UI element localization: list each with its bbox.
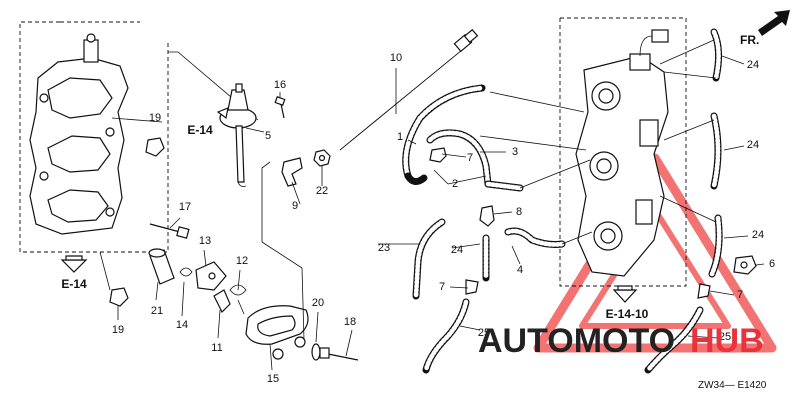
callout-c24b: 24 [747, 139, 759, 151]
callout-c23: 23 [378, 242, 390, 254]
callout-c19b: 19 [112, 324, 124, 336]
leader-lines [99, 39, 765, 371]
callout-c18: 18 [344, 316, 356, 328]
callout-c19a: 19 [149, 112, 161, 124]
callout-c7b: 7 [439, 281, 445, 293]
bolt-18 [319, 347, 359, 361]
elbow-9 [281, 157, 303, 187]
ref-e14-10: E-14-10 [606, 307, 649, 321]
fr-label: FR. [740, 33, 759, 47]
ref-e14-left: E-14 [61, 277, 87, 291]
callout-c7a: 7 [467, 152, 473, 164]
intake-manifold-group [19, 21, 169, 253]
callout-c2: 2 [452, 178, 458, 190]
callout-c17: 17 [179, 201, 191, 213]
nut-22 [313, 149, 331, 167]
callout-c10: 10 [390, 52, 402, 64]
front-direction-arrow: FR. [740, 10, 790, 47]
carburetor-assembly [559, 17, 687, 287]
callout-labels: 1234567778910111213141516171819192021222… [112, 52, 775, 385]
spring-14 [179, 267, 193, 277]
callout-c24c: 24 [451, 244, 463, 256]
linkage-parts [148, 248, 247, 315]
ref-e14-top: E-14 [187, 123, 213, 137]
hoses [402, 28, 723, 374]
nut-19-bottom [109, 287, 129, 307]
rod-10 [339, 28, 479, 151]
callout-c8: 8 [516, 206, 522, 218]
callout-c20: 20 [312, 297, 324, 309]
callout-c25a: 25 [478, 327, 490, 339]
bolt-16 [274, 96, 286, 119]
fittings [429, 147, 757, 299]
callout-c24d: 24 [752, 229, 764, 241]
callout-c12: 12 [236, 255, 248, 267]
callout-c1: 1 [397, 131, 403, 143]
watermark-text: AUTOMOTO HUB [478, 322, 764, 360]
callout-c6: 6 [769, 258, 775, 270]
nut-19-top [145, 137, 165, 157]
callout-c11: 11 [211, 342, 222, 354]
watermark-part2: HUB [690, 322, 764, 360]
callout-c3: 3 [512, 146, 518, 158]
spring-12 [229, 284, 247, 315]
callout-c5: 5 [265, 130, 271, 142]
callout-c14: 14 [176, 319, 188, 331]
thermo-valve [168, 51, 259, 187]
callout-c24a: 24 [747, 59, 759, 71]
bolt-17 [149, 223, 190, 239]
callout-c13: 13 [199, 235, 211, 247]
gasket-15 [245, 305, 309, 360]
callout-c21: 21 [151, 305, 163, 317]
reference-labels: E-14E-14E-14-10 [61, 123, 648, 321]
callout-c4: 4 [517, 264, 523, 276]
callout-c25b: 25 [719, 331, 731, 343]
washer-20 [311, 343, 321, 361]
ref-arrows [60, 107, 638, 303]
callout-c15: 15 [267, 373, 279, 385]
watermark-part1: AUTOMOTO [478, 322, 675, 360]
diagram-code: ZW34— E1420 [698, 380, 767, 391]
callout-c16: 16 [274, 79, 286, 91]
callout-c7c: 7 [737, 289, 743, 301]
callout-c22: 22 [316, 185, 328, 197]
callout-c9: 9 [292, 200, 298, 212]
